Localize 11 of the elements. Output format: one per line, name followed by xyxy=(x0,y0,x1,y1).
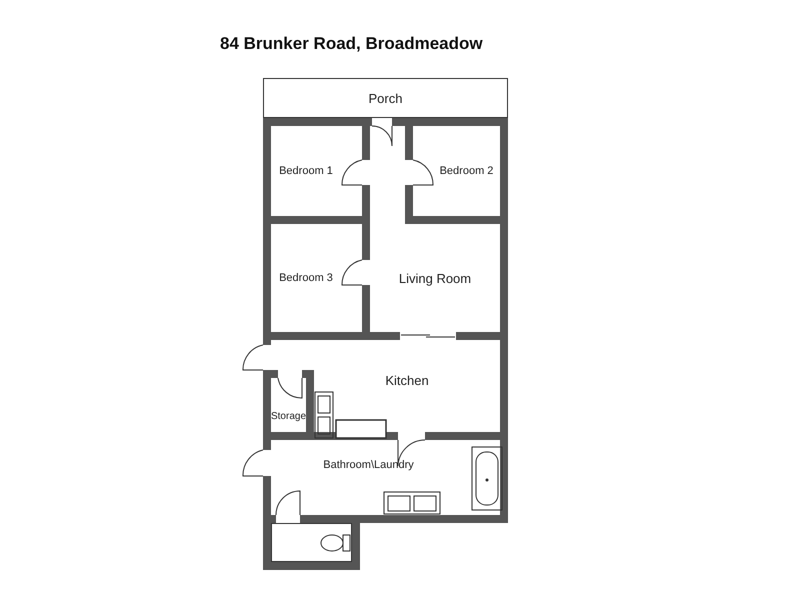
room-name: Storage xyxy=(270,410,306,422)
room-name: Kitchen xyxy=(385,372,429,388)
room-name: Porch xyxy=(368,90,402,106)
porch-area xyxy=(263,78,508,118)
room-name: Bathroom\Laundry xyxy=(323,459,414,471)
room-name: Bedroom 1 xyxy=(279,165,333,177)
toilet-room xyxy=(271,523,352,562)
room-name: Living Room xyxy=(398,270,472,286)
plan-title: 84 Brunker Road, Broadmeadow xyxy=(220,34,483,54)
room-name: Bedroom 2 xyxy=(440,165,494,177)
room-name: Bedroom 3 xyxy=(279,272,333,284)
